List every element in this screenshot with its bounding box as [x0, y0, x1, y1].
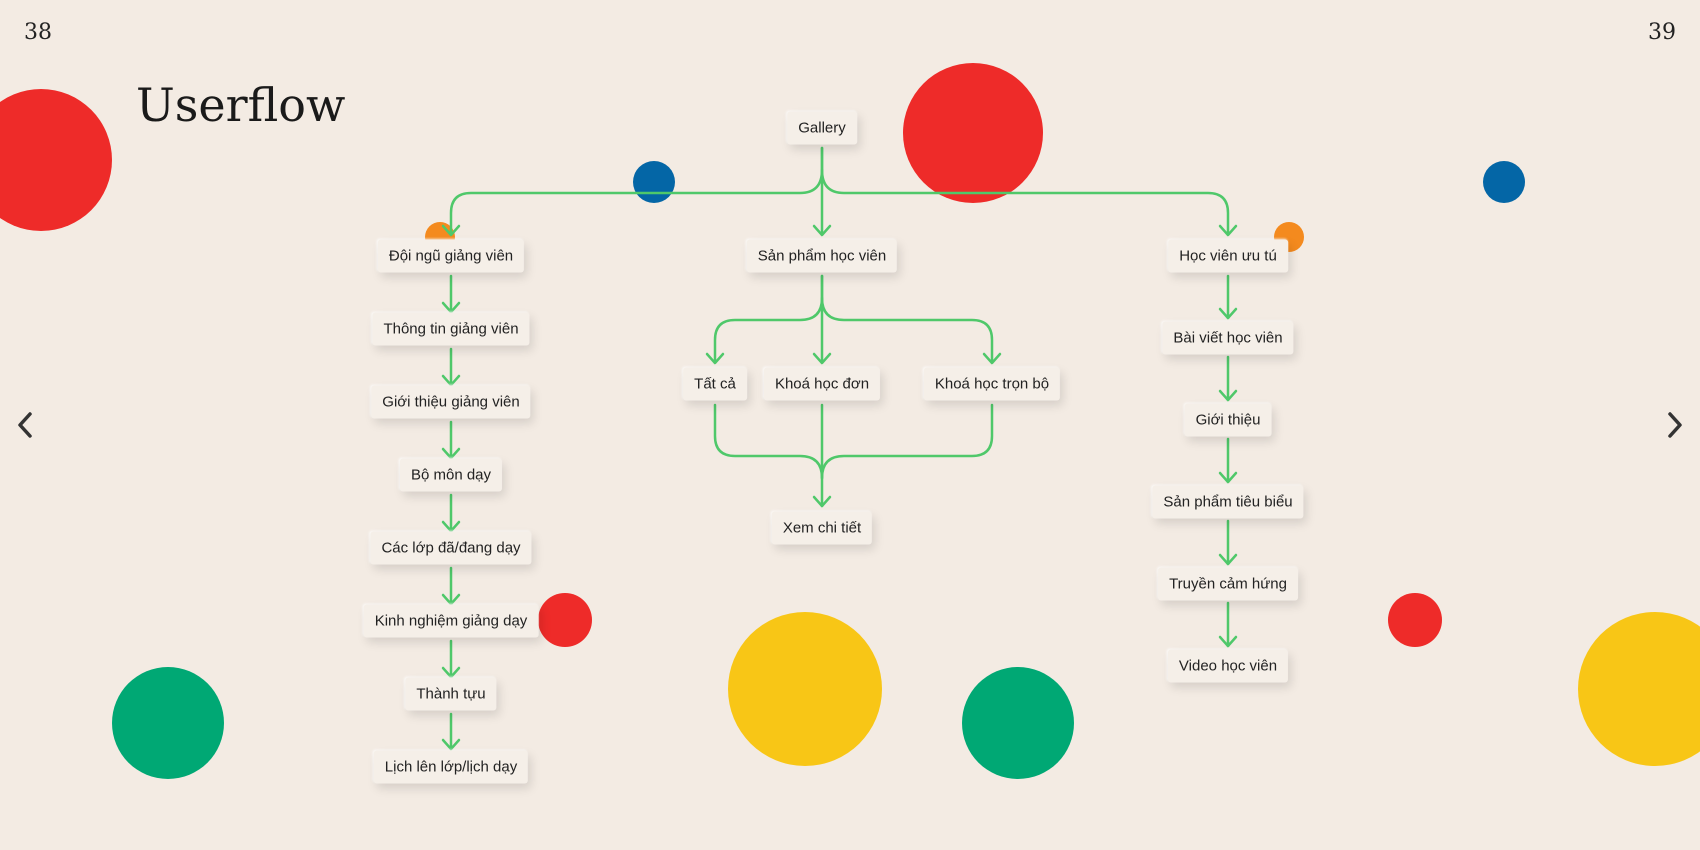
next-page-button[interactable] [1660, 408, 1690, 442]
node-bo-mon-day[interactable]: Bộ môn dạy [399, 458, 503, 492]
node-xem-chi-tiet[interactable]: Xem chi tiết [771, 511, 873, 545]
node-kinh-nghiem[interactable]: Kinh nghiệm giảng dạy [363, 604, 539, 638]
node-gioi-thieu-giang-vien[interactable]: Giới thiệu giảng viên [371, 385, 531, 419]
page-number-left: 38 [24, 20, 52, 45]
decor-circle-green-1 [112, 667, 224, 779]
chevron-right-icon [1668, 412, 1682, 438]
decor-circle-yellow-1 [728, 612, 882, 766]
node-cac-lop[interactable]: Các lớp đã/đang dạy [370, 531, 532, 565]
decor-circle-red-top [903, 63, 1043, 203]
node-video-hoc-vien[interactable]: Video học viên [1167, 649, 1289, 683]
node-thong-tin-giang-vien[interactable]: Thông tin giảng viên [372, 312, 530, 346]
page-number-right: 39 [1648, 20, 1676, 45]
node-khoa-hoc-don[interactable]: Khoá học đơn [763, 367, 881, 401]
node-truyen-cam-hung[interactable]: Truyền cảm hứng [1158, 567, 1298, 601]
decor-circle-red-small-2 [1388, 593, 1442, 647]
decor-circle-blue-2 [1483, 161, 1525, 203]
prev-page-button[interactable] [10, 408, 40, 442]
node-san-pham-tieu-bieu[interactable]: Sản phẩm tiêu biểu [1152, 485, 1304, 519]
node-gallery[interactable]: Gallery [787, 111, 857, 145]
node-khoa-hoc-tron-bo[interactable]: Khoá học trọn bộ [923, 367, 1061, 401]
node-doi-ngu-giang-vien[interactable]: Đội ngũ giảng viên [377, 239, 525, 273]
decor-circle-green-2 [962, 667, 1074, 779]
node-bai-viet-hoc-vien[interactable]: Bài viết học viên [1162, 321, 1294, 355]
node-thanh-tuu[interactable]: Thành tựu [405, 677, 497, 711]
decor-circle-blue-1 [633, 161, 675, 203]
node-lich-len-lop[interactable]: Lịch lên lớp/lịch dạy [373, 750, 529, 784]
node-gioi-thieu[interactable]: Giới thiệu [1184, 403, 1272, 437]
decor-circle-red-left [0, 89, 112, 231]
decor-circle-red-small-1 [538, 593, 592, 647]
chevron-left-icon [18, 412, 32, 438]
decor-circle-yellow-2 [1578, 612, 1700, 766]
node-hoc-vien-uu-tu[interactable]: Học viên ưu tú [1168, 239, 1288, 273]
page-title: Userflow [136, 78, 346, 132]
node-san-pham-hoc-vien[interactable]: Sản phẩm học viên [746, 239, 898, 273]
node-tat-ca[interactable]: Tất cả [683, 367, 747, 401]
